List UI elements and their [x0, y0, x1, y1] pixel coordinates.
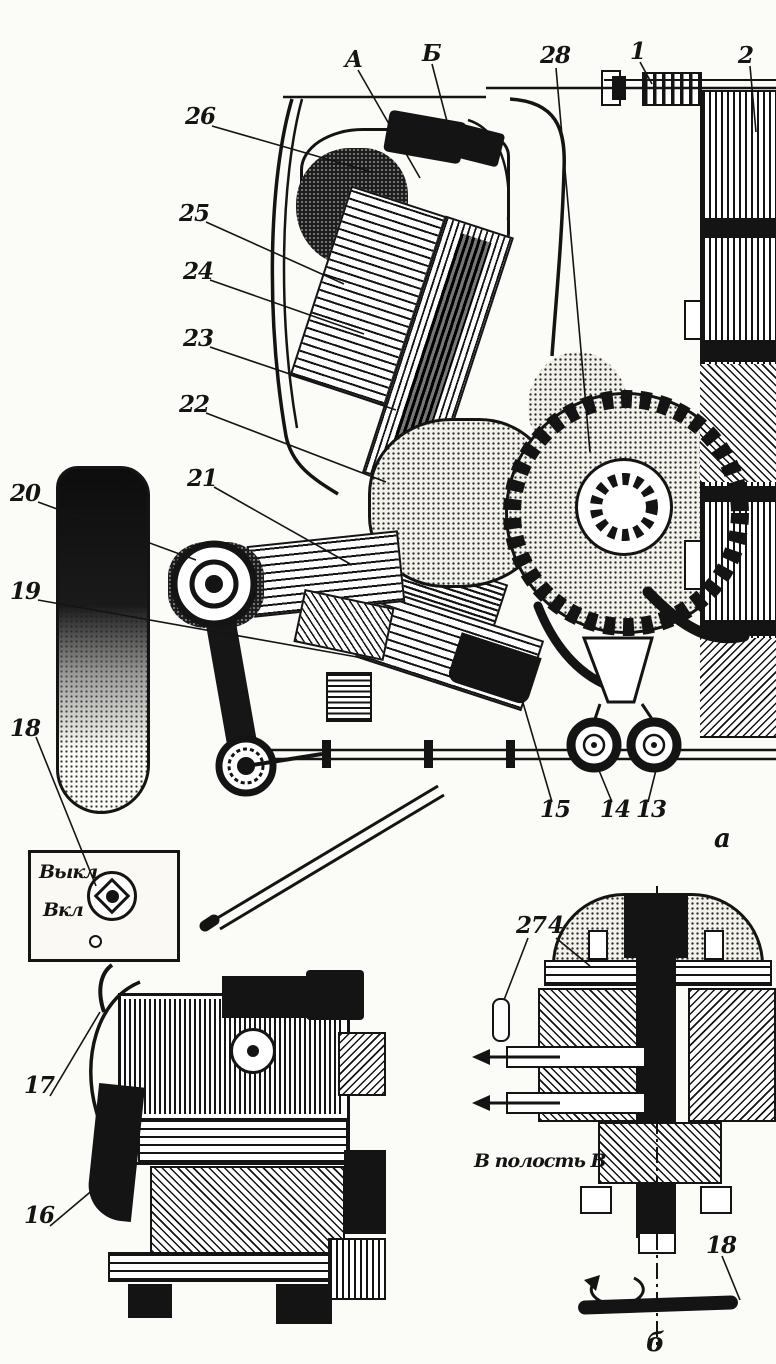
- callout-18b: 18: [706, 1232, 737, 1259]
- detail-right-bolt-2: [704, 930, 724, 960]
- callout-13: 13: [636, 796, 667, 823]
- gear-hub: [575, 458, 673, 556]
- right-housing-hatch: [700, 638, 776, 736]
- callout-23: 23: [183, 325, 214, 352]
- right-housing-tab: [684, 300, 702, 340]
- callout-22: 22: [179, 391, 210, 418]
- detail-left-stub-black: [344, 1150, 386, 1234]
- callout-17: 17: [24, 1072, 55, 1099]
- detail-left-foot: [108, 1252, 350, 1282]
- detail-left-bearing-center: [247, 1045, 259, 1057]
- callout-16: 16: [24, 1202, 55, 1229]
- detail-left-hatch-body: [150, 1166, 345, 1254]
- callout-27: 27: [516, 912, 547, 939]
- switch-indicator-hole: [89, 935, 102, 948]
- switch-off-label: Выкл: [39, 861, 98, 883]
- spring-stack: [326, 672, 372, 722]
- detail-left-lever-black: [85, 1082, 145, 1223]
- detail-right-fitting: [492, 998, 510, 1042]
- callout-25: 25: [179, 200, 210, 227]
- callout-15: 15: [540, 796, 571, 823]
- detail-left-top-block-2: [306, 970, 364, 1020]
- callout-21: 21: [187, 465, 218, 492]
- detail-right-nut: [638, 1232, 676, 1254]
- view-label-b: б: [646, 1328, 665, 1358]
- funnel: [581, 636, 656, 723]
- callout-24: 24: [183, 258, 214, 285]
- callout-4: 4: [548, 912, 564, 939]
- diagonal-rod: [199, 784, 445, 932]
- callout-B: Б: [422, 40, 442, 67]
- right-housing-band: [700, 340, 776, 362]
- top-shaft-spring: [642, 72, 702, 106]
- tie-rod: [234, 740, 776, 768]
- detail-right-cap: [624, 896, 688, 958]
- switch-panel: Выкл Вкл: [28, 850, 180, 962]
- right-housing-hatch: [700, 364, 776, 482]
- top-shaft-collar: [612, 76, 626, 100]
- detail-left-boss: [338, 1032, 386, 1096]
- callout-20: 20: [10, 480, 41, 507]
- switch-knob-center[interactable]: [106, 890, 119, 903]
- view-label-a: a: [714, 824, 731, 854]
- detail-right-small-block-2: [700, 1186, 732, 1214]
- detail-right-small-block: [580, 1186, 612, 1214]
- detail-left-stub: [328, 1238, 386, 1300]
- pivot-housing-mass: [168, 542, 264, 628]
- detail-left-top-block: [222, 976, 322, 1018]
- detail-right-tube-2: [506, 1092, 646, 1114]
- callout-1: 1: [630, 38, 646, 65]
- switch-on-label: Вкл: [43, 899, 84, 921]
- right-housing-tab: [684, 540, 702, 590]
- detail-right-tube: [506, 1046, 646, 1068]
- wheel-fragment: [56, 466, 150, 814]
- right-housing-band: [700, 218, 776, 238]
- right-housing-band: [700, 486, 776, 502]
- ground-bar: [577, 1295, 739, 1315]
- detail-right-body-right: [688, 988, 776, 1122]
- right-housing-band: [700, 620, 776, 636]
- callout-14: 14: [600, 796, 631, 823]
- callout-19: 19: [10, 578, 41, 605]
- detail-right-bolt: [588, 930, 608, 960]
- callout-A: A: [345, 46, 363, 73]
- detail-left-foot-pad-2: [276, 1284, 332, 1324]
- detail-left-foot-pad: [128, 1284, 172, 1318]
- cavity-note: В полость В: [474, 1150, 607, 1172]
- callout-28: 28: [540, 42, 571, 69]
- callout-18: 18: [10, 715, 41, 742]
- callout-26: 26: [185, 103, 216, 130]
- callout-2: 2: [738, 42, 754, 69]
- rollers: [566, 717, 682, 773]
- detail-right-lower-block: [598, 1122, 722, 1184]
- detail-left-shaft: [138, 1118, 348, 1164]
